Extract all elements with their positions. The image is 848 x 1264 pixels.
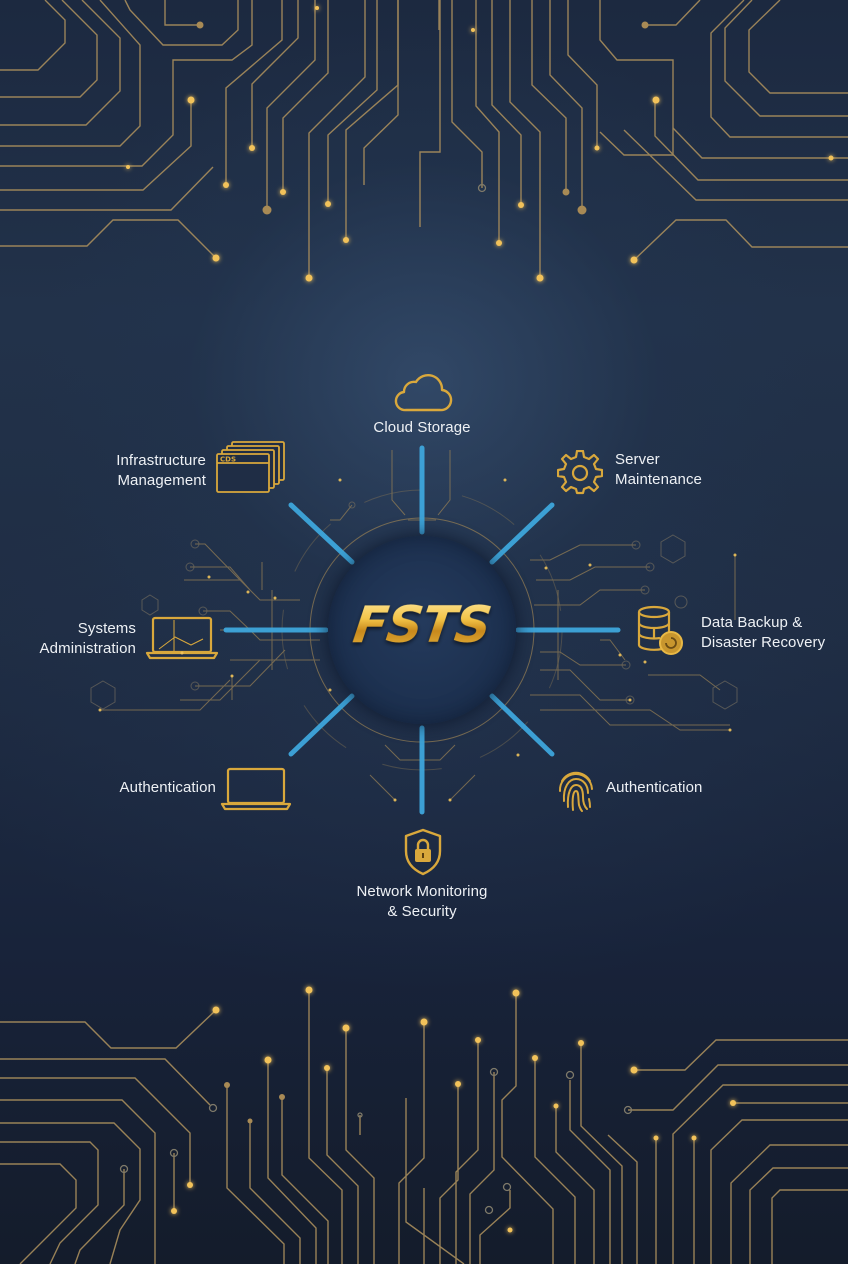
stacked-windows-icon: CDS: [216, 441, 285, 493]
fsts-hub-circle: [328, 536, 516, 724]
node-authentication-left-label: Authentication: [119, 779, 216, 796]
spoke-southeast: [489, 693, 555, 757]
fsts-logo: FSTS: [324, 596, 520, 654]
spoke-northeast: [489, 502, 555, 565]
gear-icon: [557, 450, 603, 495]
laptop-chart-icon: [145, 616, 219, 660]
spoke-southwest: [288, 693, 355, 757]
window-tab-text: CDS: [220, 456, 236, 464]
node-infrastructure-management-label: Infrastructure Management: [116, 452, 206, 489]
shield-lock-icon: [404, 828, 442, 876]
node-systems-administration-label: Systems Administration: [39, 620, 136, 657]
spoke-northwest: [288, 502, 355, 565]
node-cloud-storage-label: Cloud Storage: [373, 419, 471, 436]
database-restore-icon: [637, 605, 683, 655]
fingerprint-icon: [558, 771, 593, 812]
cloud-icon: [394, 374, 453, 412]
node-network-monitoring-label: Network Monitoring & Security: [356, 883, 488, 920]
node-authentication-right-label: Authentication: [606, 779, 703, 796]
node-data-backup-label: Data Backup & Disaster Recovery: [701, 614, 826, 651]
node-server-maintenance-label: Server Maintenance: [615, 451, 702, 488]
laptop-icon: [220, 767, 292, 811]
